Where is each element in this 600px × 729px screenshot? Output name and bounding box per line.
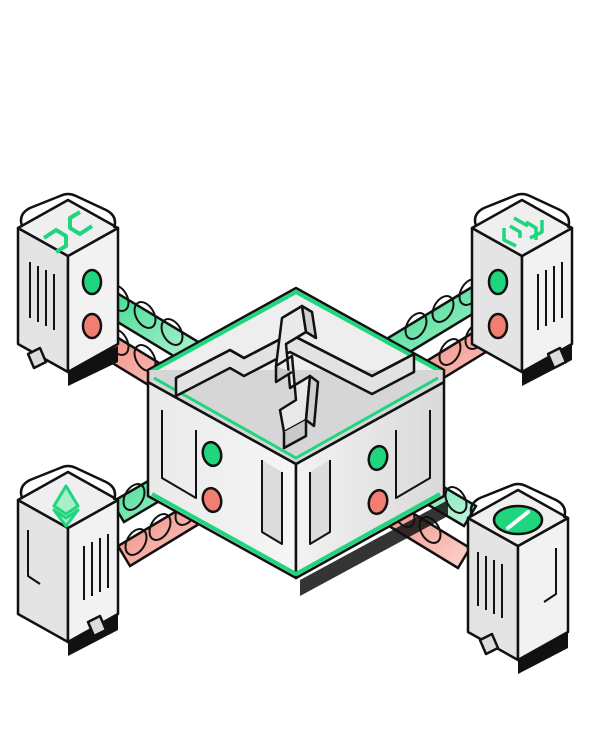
polygon-logo-icon <box>42 210 94 254</box>
hub-box <box>146 286 448 596</box>
cross-arrows-icon <box>174 304 416 450</box>
bnb-chain-logo-icon <box>502 216 544 248</box>
node-ethereum <box>16 464 120 656</box>
ethereum-logo-icon <box>52 484 80 528</box>
node-gnosis <box>466 482 570 674</box>
node-bnb <box>470 192 574 386</box>
gnosis-logo-icon <box>492 504 544 536</box>
node-polygon <box>16 192 120 386</box>
